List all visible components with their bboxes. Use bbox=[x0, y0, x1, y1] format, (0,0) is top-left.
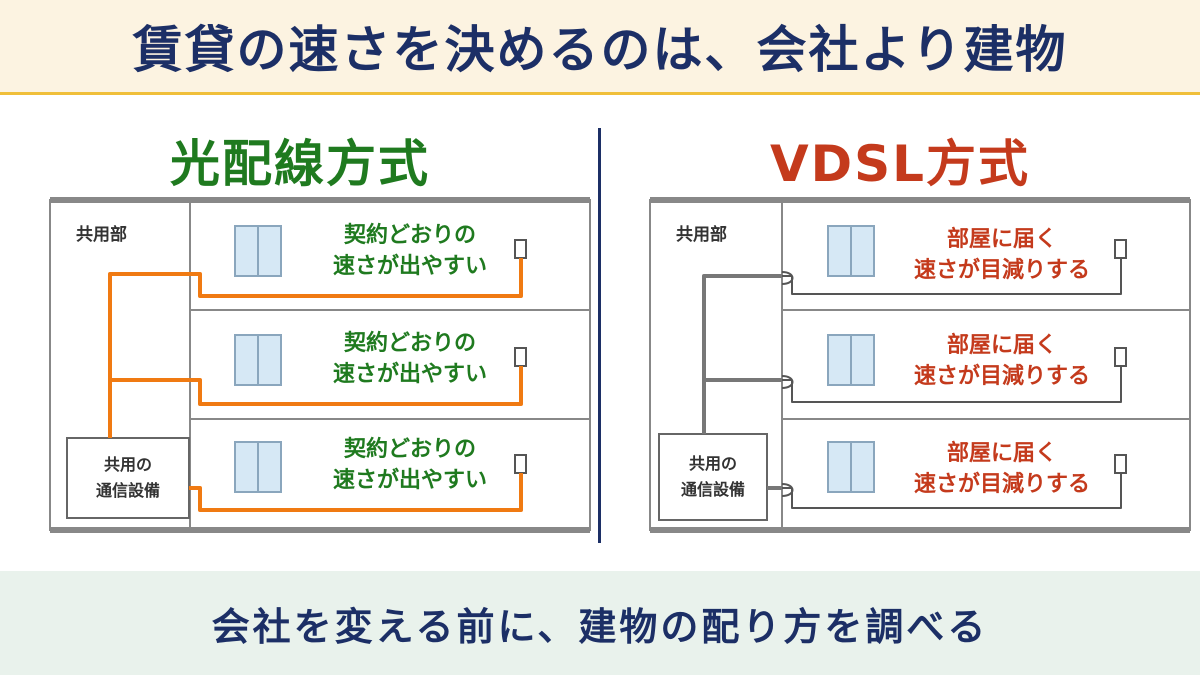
window-icon bbox=[234, 334, 282, 386]
common-equipment-label: 共用の 通信設備 bbox=[67, 438, 189, 518]
window-icon bbox=[827, 334, 875, 386]
room-message-line2: 速さが目減りする bbox=[913, 258, 1090, 283]
room-message: 契約どおりの 速さが出やすい bbox=[310, 328, 510, 390]
room-message-line1: 契約どおりの bbox=[343, 223, 476, 248]
window-icon bbox=[827, 441, 875, 493]
room-message-line2: 速さが目減りする bbox=[913, 364, 1090, 389]
common-area-label: 共用部 bbox=[76, 225, 127, 245]
equipment-line2: 通信設備 bbox=[95, 481, 160, 500]
window-icon bbox=[234, 225, 282, 277]
fiber-building-svg bbox=[49, 197, 591, 533]
common-equipment-label: 共用の 通信設備 bbox=[659, 434, 767, 520]
outlet-icon bbox=[514, 454, 527, 474]
room-message-line1: 契約どおりの bbox=[343, 331, 476, 356]
header-banner: 賃貸の速さを決めるのは、会社より建物 bbox=[0, 0, 1200, 95]
fiber-cables bbox=[108, 258, 523, 512]
room-message-line1: 部屋に届く bbox=[946, 333, 1057, 358]
vdsl-method-title: VDSL方式 bbox=[769, 135, 1031, 193]
common-area-label: 共用部 bbox=[676, 225, 727, 245]
equipment-box bbox=[658, 433, 768, 521]
window-icon bbox=[827, 225, 875, 277]
window-icon bbox=[234, 441, 282, 493]
equipment-line1: 共用の bbox=[688, 454, 737, 473]
center-divider bbox=[598, 128, 601, 543]
equipment-line2: 通信設備 bbox=[680, 480, 745, 499]
room-message-line2: 速さが出やすい bbox=[332, 254, 487, 279]
vdsl-trunk-cable bbox=[702, 274, 782, 490]
vdsl-building-svg bbox=[649, 197, 1191, 533]
room-message: 契約どおりの 速さが出やすい bbox=[310, 434, 510, 496]
outlet-icon bbox=[514, 239, 527, 259]
outlet-icon bbox=[1114, 347, 1127, 367]
vdsl-phone-lines bbox=[781, 258, 1122, 509]
vdsl-building-diagram: 共用部 共用の 通信設備 部屋に届く 速さが目減りする 部屋に届く 速さが目減り… bbox=[640, 190, 1200, 540]
room-message-line2: 速さが出やすい bbox=[332, 362, 487, 387]
outlet-icon bbox=[514, 347, 527, 367]
room-message: 部屋に届く 速さが目減りする bbox=[902, 330, 1102, 392]
equipment-line1: 共用の bbox=[103, 455, 152, 474]
footer-banner: 会社を変える前に、建物の配り方を調べる bbox=[0, 571, 1200, 675]
outlet-icon bbox=[1114, 454, 1127, 474]
footer-advice: 会社を変える前に、建物の配り方を調べる bbox=[211, 604, 989, 649]
room-message: 部屋に届く 速さが目減りする bbox=[902, 224, 1102, 286]
outlet-icon bbox=[1114, 239, 1127, 259]
fiber-building-diagram: 共用部 共用の 通信設備 契約どおりの 速さが出やすい 契約どおりの 速さが出や… bbox=[40, 190, 600, 540]
room-message-line1: 契約どおりの bbox=[343, 437, 476, 462]
room-message: 契約どおりの 速さが出やすい bbox=[310, 220, 510, 282]
room-message-line1: 部屋に届く bbox=[946, 441, 1057, 466]
room-message-line1: 部屋に届く bbox=[946, 227, 1057, 252]
room-message-line2: 速さが出やすい bbox=[332, 468, 487, 493]
fiber-method-title: 光配線方式 bbox=[170, 135, 430, 193]
equipment-box bbox=[66, 437, 190, 519]
room-message-line2: 速さが目減りする bbox=[913, 472, 1090, 497]
page-title: 賃貸の速さを決めるのは、会社より建物 bbox=[132, 21, 1068, 79]
room-message: 部屋に届く 速さが目減りする bbox=[902, 438, 1102, 500]
